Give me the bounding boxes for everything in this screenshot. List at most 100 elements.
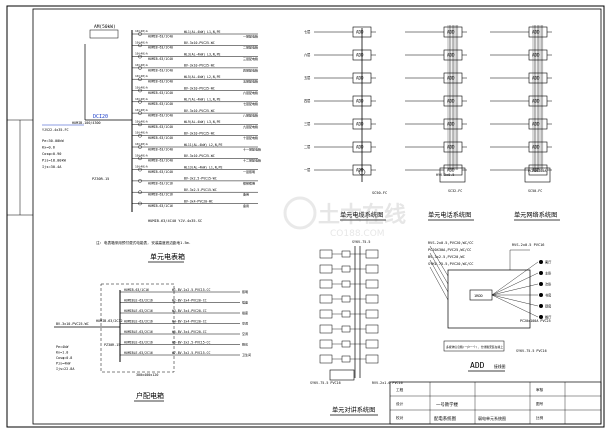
branch-switch: HUMIB-63/1C40 — [148, 57, 173, 61]
branch-breaker: 10(40)A — [135, 74, 148, 78]
branch-meter-symbol — [138, 167, 142, 172]
intercom-handset-box — [319, 339, 333, 349]
intercom-handset-box — [365, 264, 379, 274]
dist-box-size: 300x400x120 — [136, 373, 158, 377]
inner-border — [32, 8, 602, 425]
network-add-label: ADD — [532, 99, 540, 104]
cable-floor-label: 二层 — [304, 144, 310, 149]
branch-circuit: BV-3x10-PVC25-WC — [184, 154, 215, 158]
meter-branch-row: 10(40)AHUMIB-63/1C40BV-3x10-PVC25-WC八层配电… — [132, 108, 258, 118]
branch-breaker: 10(40)A — [135, 108, 148, 112]
tb-drawing: 配电系统图 — [434, 415, 457, 422]
intercom-decoder-box — [341, 325, 351, 333]
add-line-wire — [429, 245, 449, 277]
branch-breaker: 10(40)A — [135, 86, 148, 90]
outer-border — [6, 5, 605, 428]
cable-add-label: ADD — [356, 76, 364, 81]
circuit-switch: HUMIBLE-63/2C16 — [124, 309, 153, 313]
circuit-tag: 空调 — [242, 331, 248, 336]
dist-box-frame — [100, 283, 175, 373]
cable-add-label: ADD — [356, 168, 364, 173]
add-right-bottom: PC20x100A PVC25 — [520, 319, 551, 323]
tb-cell-label: 比例 — [536, 415, 544, 420]
circuit-cable: W2-BV-3x4-PVC20-CC — [172, 298, 207, 302]
network-floor-box: ADD — [490, 49, 552, 61]
meter-branch-row: 10(40)AHUMIB-63/1C40BV-3x10-PVC25-WC四层配电… — [132, 63, 258, 72]
meter-param-2: Cosφ=0.90 — [42, 152, 61, 156]
network-floor-box: ADD — [490, 72, 552, 84]
branch-meter-symbol — [138, 32, 142, 36]
phone-add-label: ADD — [447, 122, 455, 127]
intercom-system: SYKV-75-5 SYKV-75-5 PVC16 RVV-2x1.0 PVC1… — [310, 240, 403, 416]
circuit-switch: HUMIBLE-63/2C16 — [124, 298, 153, 302]
intercom-system-title: 单元对讲系统图 — [332, 406, 375, 414]
branch-meter-symbol — [138, 122, 142, 127]
intercom-handset-box — [319, 294, 333, 304]
tb-project: 一号教学楼 — [436, 401, 459, 408]
branch-meter-symbol — [138, 179, 142, 183]
branch-circuit: BV-3x4-PVC20-WC — [184, 199, 213, 203]
branch-breaker: 10(40)A — [135, 142, 148, 146]
branch-circuit: WL1(AL-4kW) L1,N,PE — [184, 30, 221, 34]
tb-cell-label: 校对 — [396, 415, 404, 420]
meter-branch-row: 10(40)AHUMIB-63/1C40BV-3x10-PVC25-WC十二层配… — [132, 153, 261, 163]
cable-add-label: ADD — [356, 99, 364, 104]
cable-system-title: 单元电缆系统图 — [340, 211, 383, 219]
add-line-wire — [429, 259, 449, 293]
cable-floor-label: 七层 — [304, 29, 310, 34]
dist-param-1: Kx=1.0 — [56, 351, 68, 355]
circuit-cable: W5-BV-3x4-PVC20-CC — [172, 330, 207, 334]
watermark: 土木在线 CO188.COM — [283, 196, 406, 239]
add-line-label: BV-3x2.5,PVC20,WC — [428, 255, 465, 259]
branch-tag: 备用 — [243, 203, 249, 208]
branch-tag: 备用 — [243, 192, 249, 197]
network-floor-box: ADD — [490, 141, 552, 153]
tb-cell-label: 图号 — [536, 401, 544, 406]
branch-circuit: BV-3x10-PVC25-WC — [184, 86, 215, 90]
branch-switch: HUMIB-63/1C40 — [148, 147, 173, 151]
tb-cell-label: 设计 — [396, 401, 404, 406]
intercom-bottom-left: SYKV-75-5 PVC16 — [310, 381, 341, 385]
phone-system-title: 单元电话系统图 — [428, 211, 471, 219]
meter-note: 注: 电表箱采用预付费式电能表, 安装高度底边距地1.5m. — [96, 240, 191, 245]
circuit-tag: 照明 — [242, 290, 248, 294]
intercom-floor-row — [319, 309, 379, 319]
meter-box-title: 单元电表箱 — [150, 252, 185, 261]
cable-add-label: ADD — [356, 122, 364, 127]
dist-param-4: Ijs=22.8A — [56, 367, 74, 371]
dist-param-0: Pe=4kW — [56, 345, 69, 349]
phone-add-label: ADD — [447, 76, 455, 81]
intercom-floor-row — [319, 294, 379, 304]
meter-box-diagram: AM(50kW) YJV22-4x35-FC HUMIB-100/4300 DC… — [42, 24, 261, 263]
dist-param-2: Cosφ=0.8 — [56, 356, 72, 360]
branch-switch: HUMIB-63/1C16 — [148, 204, 173, 208]
intercom-floor-row — [319, 264, 379, 274]
branch-switch: HUMIB-63/1C40 — [148, 159, 173, 163]
add-right-top: RVS-2x0.5 PVC16 — [512, 243, 544, 247]
meter-last-circuit: HUMIB-63/4C40 YJV-4x35-SC — [148, 219, 202, 223]
meter-branch-row: 10(40)AHUMIB-63/1C40BV-3x10-PVC25-WC六层配电… — [132, 86, 258, 95]
dist-main-switch: HUMIB-63/2C32 — [96, 319, 123, 323]
branch-meter-symbol — [138, 54, 142, 59]
branch-tag: 十二层配电箱 — [243, 158, 261, 163]
meter-param-0: Pe=30.00kW — [42, 139, 64, 143]
intercom-decoder-box — [341, 280, 351, 288]
add-inner-label: 1RDD — [474, 294, 483, 298]
meter-main-switch: DCI20 — [93, 114, 108, 120]
circuit-cable: W7-BV-3x2.5-PVC15-CC — [172, 351, 210, 355]
branch-breaker: 10(40)A — [135, 29, 148, 33]
intercom-handset-box — [319, 309, 333, 319]
phone-junction-box — [439, 167, 466, 183]
cable-splitter-symbol — [358, 168, 366, 176]
phone-cable-b: SC32-FC — [448, 189, 462, 193]
branch-meter-symbol — [138, 133, 142, 138]
